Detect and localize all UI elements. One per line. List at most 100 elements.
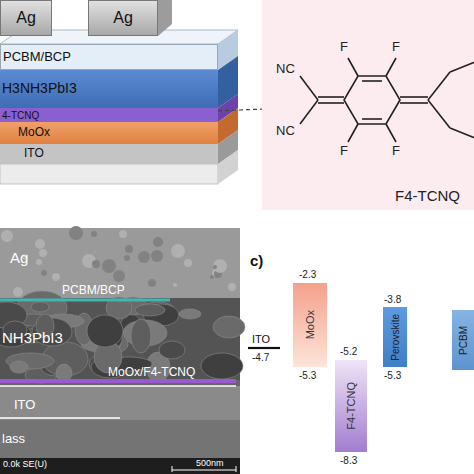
sem-texture: [52, 273, 60, 281]
sem-texture: [91, 231, 97, 237]
sem-grain: [131, 319, 151, 353]
sem-grain: [179, 309, 201, 319]
bond: [428, 100, 450, 128]
sem-texture: [125, 245, 133, 253]
double-bond: [400, 102, 428, 104]
sem-layer-label: 0.0k SE(U): [3, 460, 47, 470]
device-layer: ITO: [0, 144, 218, 164]
energy-value: -5.3: [299, 370, 316, 381]
node-text: MoOx: [304, 310, 316, 339]
bond: [450, 60, 474, 72]
atom-label: NC: [276, 62, 295, 76]
energy-value: -4.7: [252, 352, 269, 363]
node-text: F4-TCNQ: [395, 188, 460, 205]
node-text: F4-TCNQ: [345, 382, 357, 430]
sem-grain: [87, 315, 123, 347]
mooх-layer-line: [0, 379, 236, 383]
sem-texture: [92, 260, 100, 268]
sem-texture: [171, 244, 185, 258]
energy-value: -5.3: [384, 370, 401, 381]
double-bond: [362, 118, 382, 120]
molecule-panel: F4-TCNQ: [262, 0, 474, 210]
double-bond: [318, 102, 344, 104]
node-text: PCBM: [458, 326, 469, 355]
sem-texture: [36, 259, 42, 265]
interface-line: [0, 417, 120, 419]
sem-glass-region: [0, 420, 240, 458]
sem-texture: [124, 255, 130, 261]
sem-texture: [213, 259, 227, 273]
sem-ito-region: [0, 386, 240, 420]
sem-texture: [173, 283, 177, 287]
atom-label: NC: [276, 124, 295, 138]
sem-layer-label: lass: [2, 432, 25, 446]
electrode-side-face: [158, 0, 172, 36]
atom-label: F: [392, 40, 400, 54]
dashed-connector: [218, 109, 262, 111]
sem-texture: [153, 237, 163, 247]
atom-label: F: [340, 144, 348, 158]
node-text: ITO: [24, 147, 44, 160]
bond: [300, 76, 318, 100]
sem-texture: [113, 270, 125, 282]
ring-bond: [344, 76, 400, 124]
layer-side-face: [218, 150, 238, 184]
sem-texture: [151, 250, 163, 262]
energy-level-box: Perovskite: [383, 307, 407, 367]
energy-value: -2.3: [299, 269, 316, 280]
energy-value: ITO: [252, 333, 270, 345]
scale-bar: [172, 470, 236, 471]
sem-texture: [148, 279, 156, 287]
bond: [348, 58, 358, 76]
sem-texture: [69, 226, 83, 240]
sem-texture: [39, 249, 47, 257]
double-bond: [362, 80, 382, 82]
sem-texture: [102, 259, 116, 273]
atom-label: F: [340, 40, 348, 54]
sem-texture: [213, 265, 217, 269]
sem-grain: [31, 302, 49, 312]
node-text: PCBM/BCP: [3, 50, 71, 64]
sem-grains: [0, 226, 245, 383]
sem-grain: [10, 361, 28, 373]
bond: [450, 128, 474, 140]
interface-line: [0, 385, 236, 387]
node-text: MoOx: [18, 126, 50, 139]
node-text: 4-TCNQ: [2, 110, 39, 121]
sem-texture: [228, 283, 236, 291]
bond: [386, 124, 396, 142]
sem-grain: [201, 353, 243, 379]
sem-layer-label: PCBM/BCP: [62, 284, 125, 297]
bond: [300, 100, 318, 124]
sem-grain: [213, 316, 245, 338]
sem-silver-region: [0, 228, 240, 298]
panel-label: c): [250, 253, 263, 270]
glass-substrate: [0, 164, 218, 184]
device-layer: H3NH3PbI3: [0, 70, 218, 108]
sem-image: [0, 228, 240, 474]
sem-texture: [119, 230, 127, 238]
node-text: Perovskite: [390, 314, 401, 361]
sem-texture: [1, 230, 13, 242]
energy-value: -8.3: [340, 455, 357, 466]
energy-level-box: PCBM: [452, 310, 474, 370]
energy-value: -3.8: [384, 294, 401, 305]
node-text: Ag: [113, 9, 133, 27]
sem-layer-label: MoOx/F4-TCNQ: [108, 366, 195, 379]
device-layer: MoOx: [0, 122, 218, 144]
molecule-structure: [300, 58, 474, 142]
sem-layer-label: ITO: [14, 398, 35, 412]
bond: [348, 124, 358, 142]
energy-level-box: MoOx: [293, 283, 327, 367]
energy-level-box: F4-TCNQ: [335, 360, 367, 452]
sem-texture: [35, 239, 45, 249]
scale-tick: [172, 466, 173, 472]
bond: [428, 72, 450, 100]
device-layer: 4-TCNQ: [0, 108, 218, 122]
scale-tick: [236, 466, 237, 472]
ito-energy-level: [248, 347, 280, 349]
